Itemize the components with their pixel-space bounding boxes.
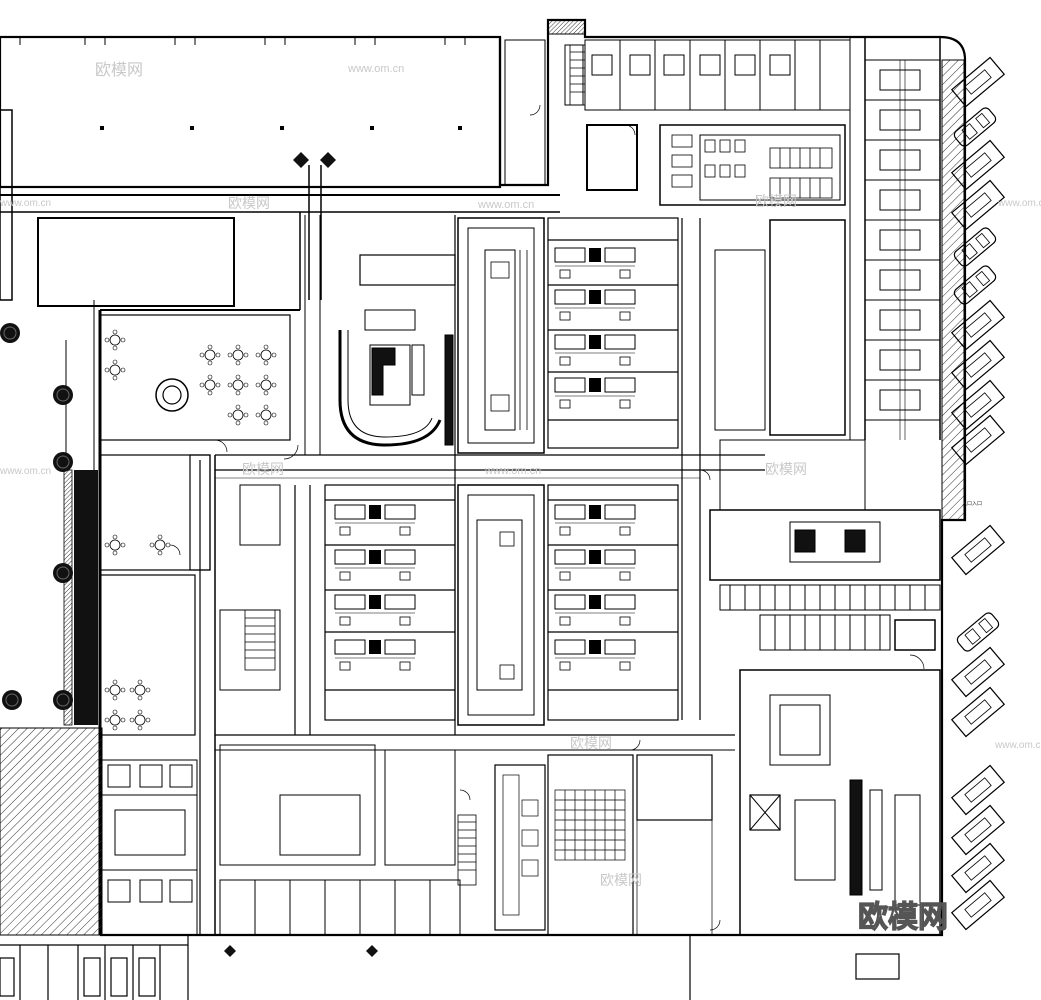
west-edge-strip <box>0 109 13 301</box>
door-swing-icon <box>169 104 925 931</box>
lamp-post-icon <box>224 152 378 957</box>
curved-counter-icon <box>338 254 456 447</box>
watermark-url: www.om.cn <box>994 740 1041 751</box>
dining-rooms <box>99 314 291 935</box>
east-room-column <box>849 37 941 440</box>
service-kitchen <box>709 219 941 936</box>
northeast-wing-rooms <box>504 39 851 206</box>
stair-icon <box>244 44 586 886</box>
central-atrium-south <box>457 484 545 726</box>
open-hall-block <box>37 217 235 307</box>
central-atrium-north <box>457 217 545 454</box>
main-building-outline <box>98 18 967 937</box>
north-wing-outline <box>0 35 560 213</box>
entrance-tag: 入口入口 <box>962 501 982 507</box>
table-chair-icon <box>494 754 713 936</box>
watermark-url: www.om.cn <box>0 198 51 209</box>
watermark-brand: 欧模网 <box>765 461 807 477</box>
west-hatched-wall <box>63 469 73 726</box>
watermark-url: www.om.cn <box>0 466 51 477</box>
toilet-fixture-icon <box>671 134 833 199</box>
watermark-url: www.om.cn <box>484 465 541 477</box>
guest-room-partitions <box>294 217 701 735</box>
watermark-url: www.om.cn <box>347 63 404 75</box>
watermark-brand: 欧模网 <box>95 61 143 79</box>
watermark-brand: 欧模网 <box>570 735 612 751</box>
east-hatched-wall <box>941 59 965 521</box>
watermark-brand: 欧模网 <box>755 193 797 209</box>
west-solid-wall <box>74 470 98 725</box>
corner-brand-logo: 欧模网 <box>858 900 948 935</box>
corridors <box>215 215 765 751</box>
watermark-url: www.om.cn <box>477 199 534 211</box>
hatched-lawn <box>0 727 103 936</box>
column-grid-icon <box>100 126 462 130</box>
south-parking-strip <box>0 935 900 1000</box>
southwest-rooms <box>101 484 461 936</box>
watermarks: 欧模网 www.om.cn 欧模网 www.om.cn 欧模网 www.om.c… <box>0 61 1041 936</box>
watermark-brand: 欧模网 <box>600 872 642 888</box>
watermark-brand: 欧模网 <box>228 195 270 211</box>
watermark-url: www.om.cn <box>997 198 1041 209</box>
watermark-brand: 欧模网 <box>242 461 284 477</box>
tree-icon <box>0 322 74 711</box>
